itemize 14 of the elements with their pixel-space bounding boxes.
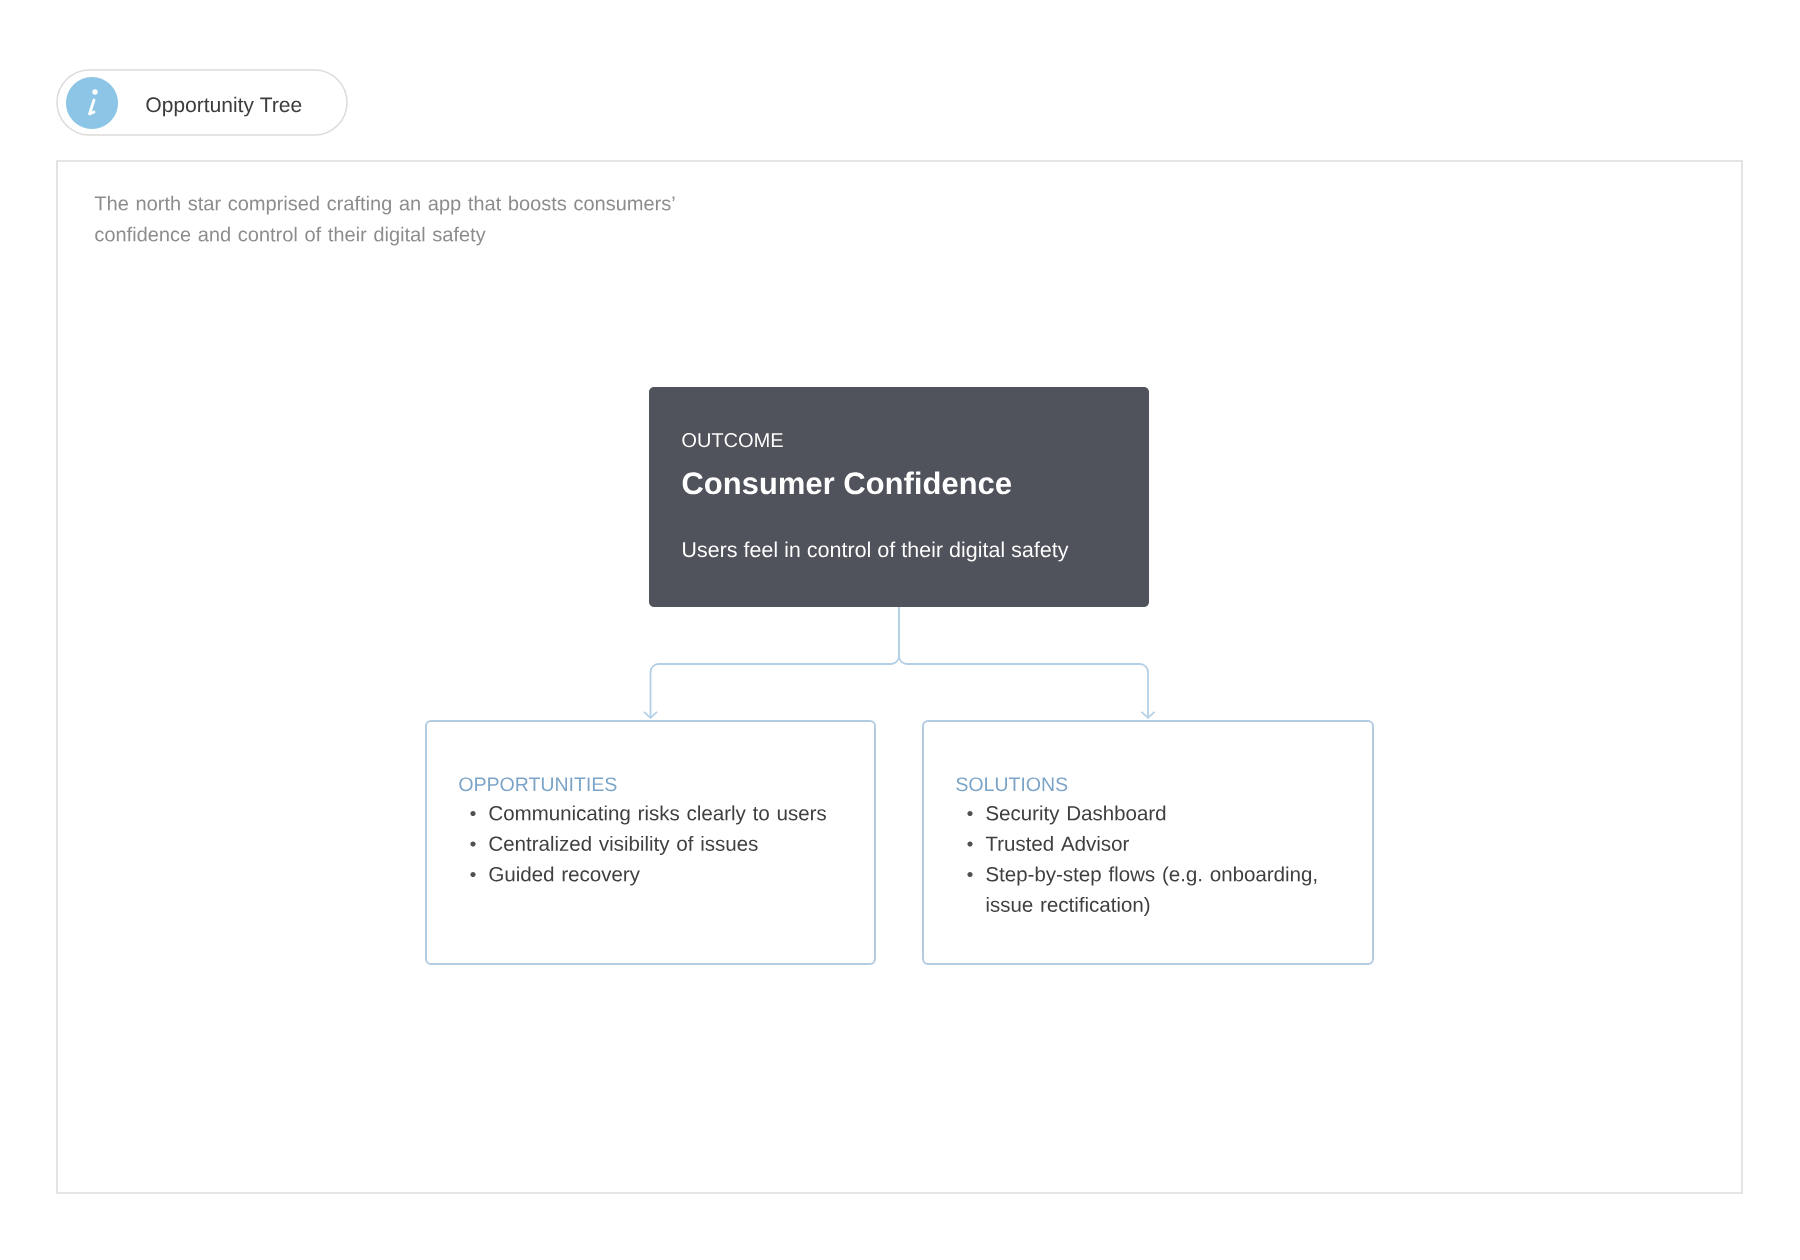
title-pill: Opportunity Tree — [56, 69, 348, 136]
list-item: Trusted Advisor — [985, 835, 1129, 851]
list-item: Step-by-step flows (e.g. onboarding, issue rectification) — [986, 866, 1317, 916]
arrow — [898, 606, 1156, 719]
description-text: The north star comprised crafting an app that boosts consumers’ confidence and control of their digital safety — [94, 195, 675, 246]
list-item: Communicating risks clearly to users — [489, 805, 826, 825]
list-heading: SOLUTIONS — [956, 777, 1068, 792]
list-item: Guided recovery — [489, 866, 640, 886]
card-label: OUTCOME — [682, 433, 783, 448]
card-title: Consumer Confidence — [682, 471, 1012, 495]
list-heading: OPPORTUNITIES — [459, 777, 617, 792]
list-item: Security Dashboard — [986, 805, 1166, 825]
list-item: Centralized visibility of issues — [489, 835, 758, 856]
card-text: Users feel in control of their digital safety — [683, 541, 1069, 562]
